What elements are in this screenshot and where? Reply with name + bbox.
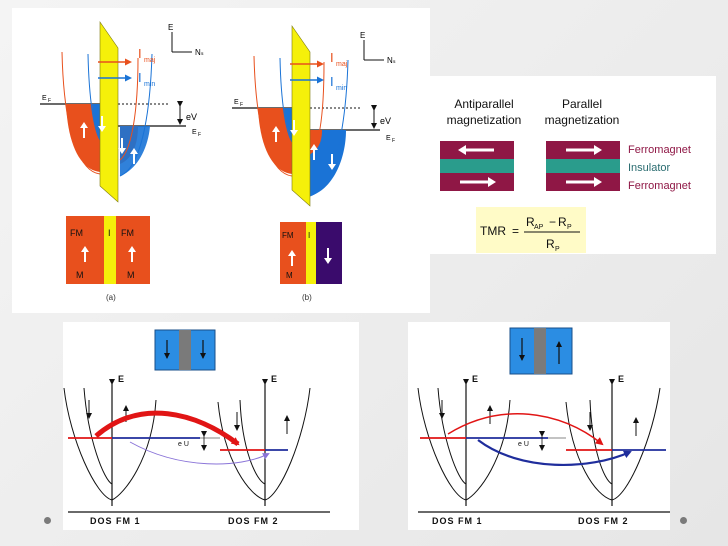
i-min-label: I bbox=[330, 74, 334, 89]
r-ap: R bbox=[526, 215, 535, 229]
dos-fm2-label: DOS FM 2 bbox=[228, 516, 279, 526]
spin-arrows-a bbox=[80, 116, 138, 164]
junction-schematic-a bbox=[66, 216, 150, 284]
fm-left-label: FM bbox=[70, 228, 83, 238]
caption-b: (b) bbox=[302, 293, 312, 302]
parallel-junction-icon bbox=[154, 329, 216, 371]
e-axis-right: E bbox=[618, 374, 624, 384]
dos-left-minority bbox=[92, 104, 100, 140]
i-min-label: I bbox=[138, 70, 142, 85]
e-axis-right: E bbox=[271, 374, 277, 384]
ef-left-label: E bbox=[234, 99, 239, 106]
minus-sign: − bbox=[549, 215, 556, 229]
antiparallel-stack bbox=[440, 141, 514, 191]
figure-a: E Nₛ I maj I min E F bbox=[40, 21, 204, 302]
parallel-line2: magnetization bbox=[545, 113, 620, 127]
r-p-bottom: R bbox=[546, 237, 555, 251]
layer-top-label: Ferromagnet bbox=[628, 144, 691, 156]
minority-tunnel-arrow bbox=[129, 441, 270, 465]
eu-label: e U bbox=[178, 441, 189, 448]
parallel-stack bbox=[546, 141, 620, 191]
ev-label: eV bbox=[380, 116, 391, 126]
parallel-line1: Parallel bbox=[562, 97, 602, 111]
tunnel-barrier bbox=[99, 21, 119, 203]
energy-axis-label: E bbox=[168, 23, 173, 32]
tunnel-arrow-red bbox=[447, 413, 604, 446]
e-axis-left: E bbox=[118, 374, 124, 384]
layer-bot-label: Ferromagnet bbox=[628, 180, 691, 192]
eu-label: e U bbox=[518, 441, 529, 448]
ef-left-label: E bbox=[42, 95, 47, 102]
tmr-figure: Antiparallel magnetization Parallel magn… bbox=[440, 97, 691, 253]
i-maj-sub: maj bbox=[336, 61, 348, 68]
caption-a: (a) bbox=[106, 293, 116, 302]
ef-right-sub: F bbox=[198, 132, 201, 138]
slide-bullet-left bbox=[44, 517, 51, 524]
energy-axis-icon bbox=[171, 32, 192, 53]
r-p-top: R bbox=[558, 215, 567, 229]
r-ap-sub: AP bbox=[534, 224, 544, 231]
tmr-label: TMR bbox=[480, 224, 506, 238]
spin-arrows-b bbox=[272, 120, 336, 170]
i-maj-label: I bbox=[138, 46, 142, 61]
majority-tunnel-arrow bbox=[94, 410, 240, 446]
ns-axis-label: Nₛ bbox=[195, 48, 204, 57]
dos-fm1-label: DOS FM 1 bbox=[90, 516, 141, 526]
i-min-sub: min bbox=[144, 81, 155, 88]
fm-right-label: FM bbox=[121, 228, 134, 238]
ef-right-label: E bbox=[192, 129, 197, 136]
ef-right-label: E bbox=[386, 135, 391, 142]
insulator-label: I bbox=[108, 228, 111, 238]
i-min-sub: min bbox=[336, 85, 347, 92]
ef-left-sub: F bbox=[48, 98, 51, 104]
i-maj-label: I bbox=[330, 50, 334, 65]
m-left-label: M bbox=[76, 270, 84, 280]
m-right-label: M bbox=[127, 270, 135, 280]
energy-axis-icon bbox=[363, 40, 384, 61]
fm-left-label: FM bbox=[282, 231, 294, 240]
ev-label: eV bbox=[186, 112, 197, 122]
insulator-label: I bbox=[308, 231, 310, 240]
r-p-bottom-sub: P bbox=[555, 246, 560, 253]
m-left-label: M bbox=[286, 271, 293, 280]
tunnel-arrow-blue bbox=[477, 439, 632, 467]
layer-mid-label: Insulator bbox=[628, 162, 671, 174]
antiparallel-junction-icon bbox=[509, 327, 573, 375]
i-maj-sub: maj bbox=[144, 57, 156, 64]
tmr-equals: = bbox=[512, 224, 519, 238]
tmr-formula-box bbox=[476, 207, 586, 253]
ns-axis-label: Nₛ bbox=[387, 56, 396, 65]
antiparallel-line1: Antiparallel bbox=[454, 97, 513, 111]
figure-b: E Nₛ I maj I min E F E F eV bbox=[232, 25, 396, 302]
dos-fm2-label: DOS FM 2 bbox=[578, 516, 629, 526]
antiparallel-line2: magnetization bbox=[447, 113, 522, 127]
r-p-top-sub: P bbox=[567, 224, 572, 231]
energy-axis-label: E bbox=[360, 31, 365, 40]
ef-left-sub: F bbox=[240, 102, 243, 108]
ef-right-sub: F bbox=[392, 138, 395, 144]
e-axis-left: E bbox=[472, 374, 478, 384]
slide-bullet-right bbox=[680, 517, 687, 524]
dos-fm1-label: DOS FM 1 bbox=[432, 516, 483, 526]
junction-schematic-b bbox=[280, 222, 342, 284]
figure-bottom-right: E E e U DOS FM 1 DOS FM 2 bbox=[417, 327, 670, 526]
figure-bottom-left: E E e U DOS FM 1 DOS FM 2 bbox=[63, 329, 330, 526]
